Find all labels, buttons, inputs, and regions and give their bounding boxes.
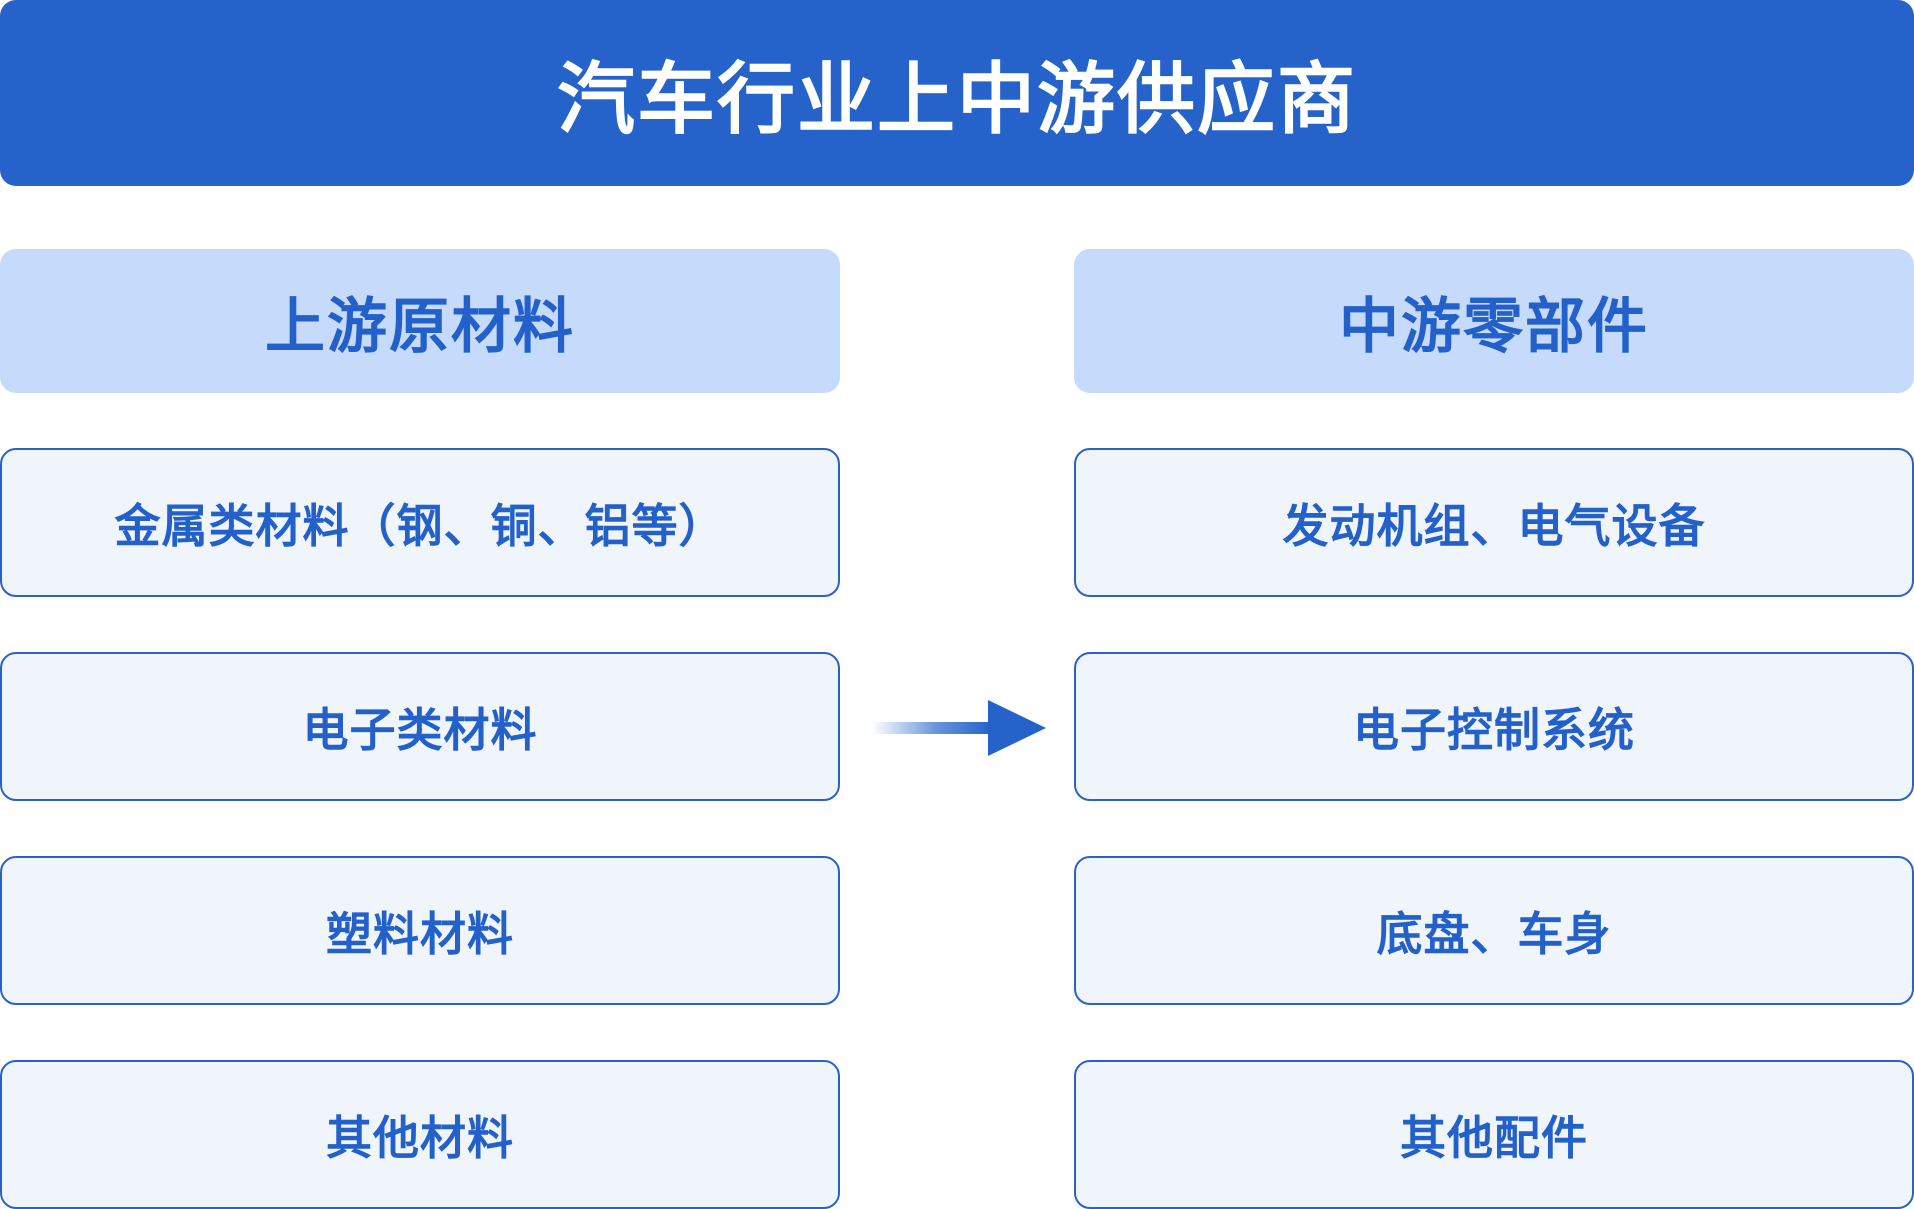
upstream-item: 塑料材料 xyxy=(0,856,840,1005)
diagram-title: 汽车行业上中游供应商 xyxy=(556,55,1357,145)
upstream-item: 其他材料 xyxy=(0,1060,840,1209)
midstream-header: 中游零部件 xyxy=(1074,249,1914,393)
midstream-item: 底盘、车身 xyxy=(1074,856,1914,1005)
upstream-item-list: 金属类材料（钢、铜、铝等） 电子类材料 塑料材料 其他材料 xyxy=(0,448,840,1209)
upstream-item: 金属类材料（钢、铜、铝等） xyxy=(0,448,840,597)
midstream-item: 电子控制系统 xyxy=(1074,652,1914,801)
upstream-header: 上游原材料 xyxy=(0,249,840,393)
title-bar: 汽车行业上中游供应商 xyxy=(0,0,1914,186)
flow-arrow-icon xyxy=(872,700,1046,756)
midstream-item: 发动机组、电气设备 xyxy=(1074,448,1914,597)
midstream-item: 其他配件 xyxy=(1074,1060,1914,1209)
midstream-column: 中游零部件 发动机组、电气设备 电子控制系统 底盘、车身 其他配件 xyxy=(1074,249,1914,1209)
upstream-column: 上游原材料 金属类材料（钢、铜、铝等） 电子类材料 塑料材料 其他材料 xyxy=(0,249,840,1209)
upstream-item: 电子类材料 xyxy=(0,652,840,801)
midstream-item-list: 发动机组、电气设备 电子控制系统 底盘、车身 其他配件 xyxy=(1074,448,1914,1209)
